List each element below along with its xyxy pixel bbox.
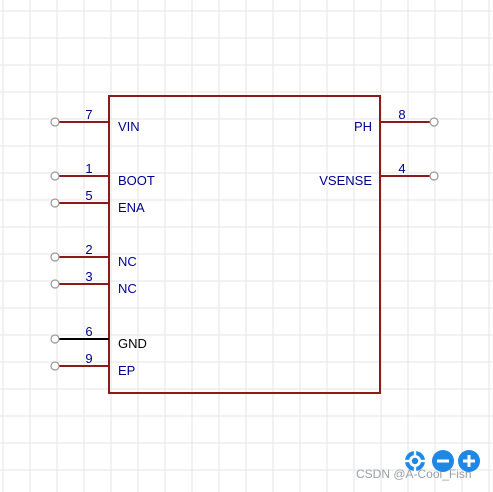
pin-name: ENA <box>118 200 145 215</box>
pin-name: VSENSE <box>319 173 372 188</box>
pin-name: GND <box>118 336 147 351</box>
pin-endpoint[interactable] <box>50 252 60 262</box>
pin-9[interactable]: 9EP <box>50 351 135 378</box>
pin-endpoint[interactable] <box>50 198 60 208</box>
pin-number: 9 <box>85 351 92 366</box>
pin-endpoint[interactable] <box>429 171 439 181</box>
pin-endpoint[interactable] <box>50 279 60 289</box>
pin-3[interactable]: 3NC <box>50 269 137 296</box>
pin-name: NC <box>118 254 137 269</box>
pin-2[interactable]: 2NC <box>50 242 137 269</box>
pin-number: 1 <box>85 161 92 176</box>
pin-number: 6 <box>85 324 92 339</box>
pin-8[interactable]: 8PH <box>354 107 439 134</box>
pin-name: BOOT <box>118 173 155 188</box>
pin-name: PH <box>354 119 372 134</box>
pin-number: 7 <box>85 107 92 122</box>
zoom-toolbar <box>405 450 480 472</box>
pin-endpoint[interactable] <box>50 361 60 371</box>
pin-name: VIN <box>118 119 140 134</box>
pin-endpoint[interactable] <box>429 117 439 127</box>
pin-name: EP <box>118 363 135 378</box>
pin-endpoint[interactable] <box>50 171 60 181</box>
pin-number: 5 <box>85 188 92 203</box>
ic-body[interactable] <box>108 95 381 394</box>
zoom-out-icon[interactable] <box>432 450 454 472</box>
pin-number: 4 <box>398 161 405 176</box>
locate-icon[interactable] <box>405 451 425 471</box>
pin-number: 2 <box>85 242 92 257</box>
pin-number: 3 <box>85 269 92 284</box>
zoom-in-icon[interactable] <box>458 450 480 472</box>
pin-endpoint[interactable] <box>50 117 60 127</box>
pin-number: 8 <box>398 107 405 122</box>
pin-name: NC <box>118 281 137 296</box>
pin-endpoint[interactable] <box>50 334 60 344</box>
